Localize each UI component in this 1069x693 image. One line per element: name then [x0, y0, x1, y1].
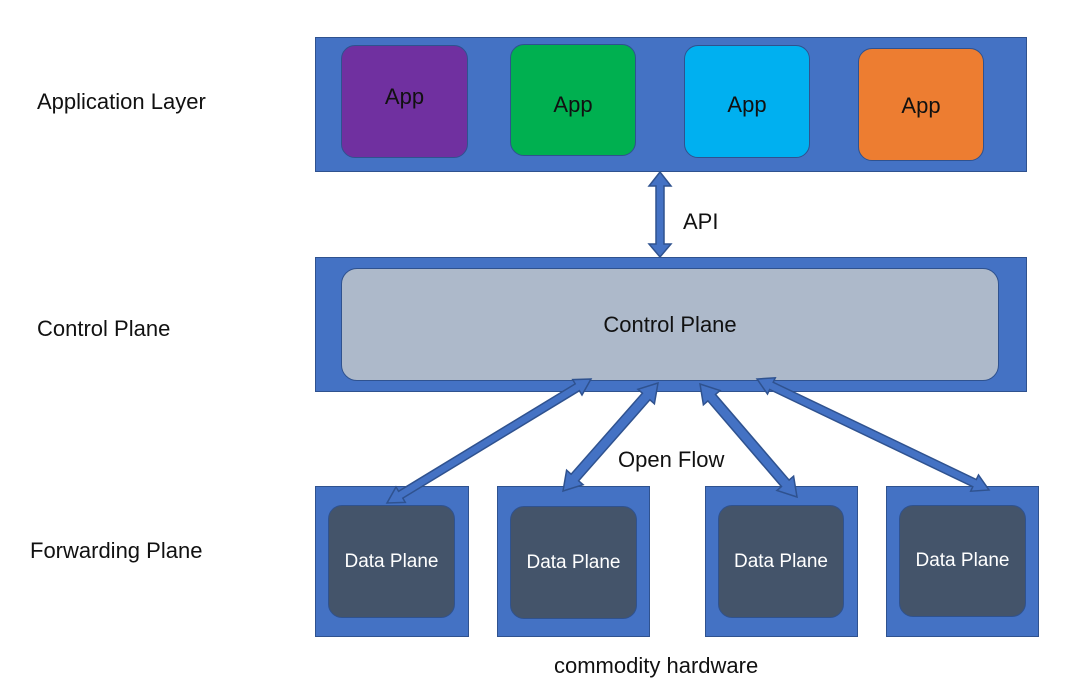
commodity-hardware-label: commodity hardware [554, 653, 759, 678]
data-plane-label: Data Plane [526, 551, 621, 573]
app-label: App [553, 92, 593, 117]
openflow-double-arrow-2 [562, 381, 659, 493]
app-label: App [384, 83, 425, 109]
app-label: App [727, 91, 767, 117]
app-box-purple: App [341, 45, 468, 158]
control-plane-box: Control Plane [341, 268, 999, 381]
control-plane-layer-label: Control Plane [37, 316, 171, 341]
openflow-label: Open Flow [618, 447, 725, 472]
data-plane-label: Data Plane [915, 550, 1010, 571]
app-label: App [901, 92, 941, 118]
data-plane-box-4: Data Plane [899, 505, 1026, 617]
application-layer-label: Application Layer [37, 89, 206, 114]
openflow-double-arrow-1 [385, 378, 593, 504]
api-label: API [683, 209, 719, 234]
data-plane-box-3: Data Plane [718, 505, 844, 618]
openflow-double-arrow-3 [699, 382, 798, 499]
control-plane-box-label: Control Plane [603, 311, 737, 337]
app-box-blue: App [684, 45, 810, 158]
api-double-arrow [647, 170, 673, 259]
data-plane-label: Data Plane [344, 550, 439, 572]
openflow-double-arrow-4 [755, 376, 991, 493]
forwarding-plane-layer-label: Forwarding Plane [30, 538, 203, 563]
data-plane-box-2: Data Plane [510, 506, 637, 619]
data-plane-box-1: Data Plane [328, 505, 455, 618]
app-box-orange: App [858, 48, 984, 161]
data-plane-label: Data Plane [733, 550, 828, 572]
app-box-green: App [510, 44, 636, 156]
